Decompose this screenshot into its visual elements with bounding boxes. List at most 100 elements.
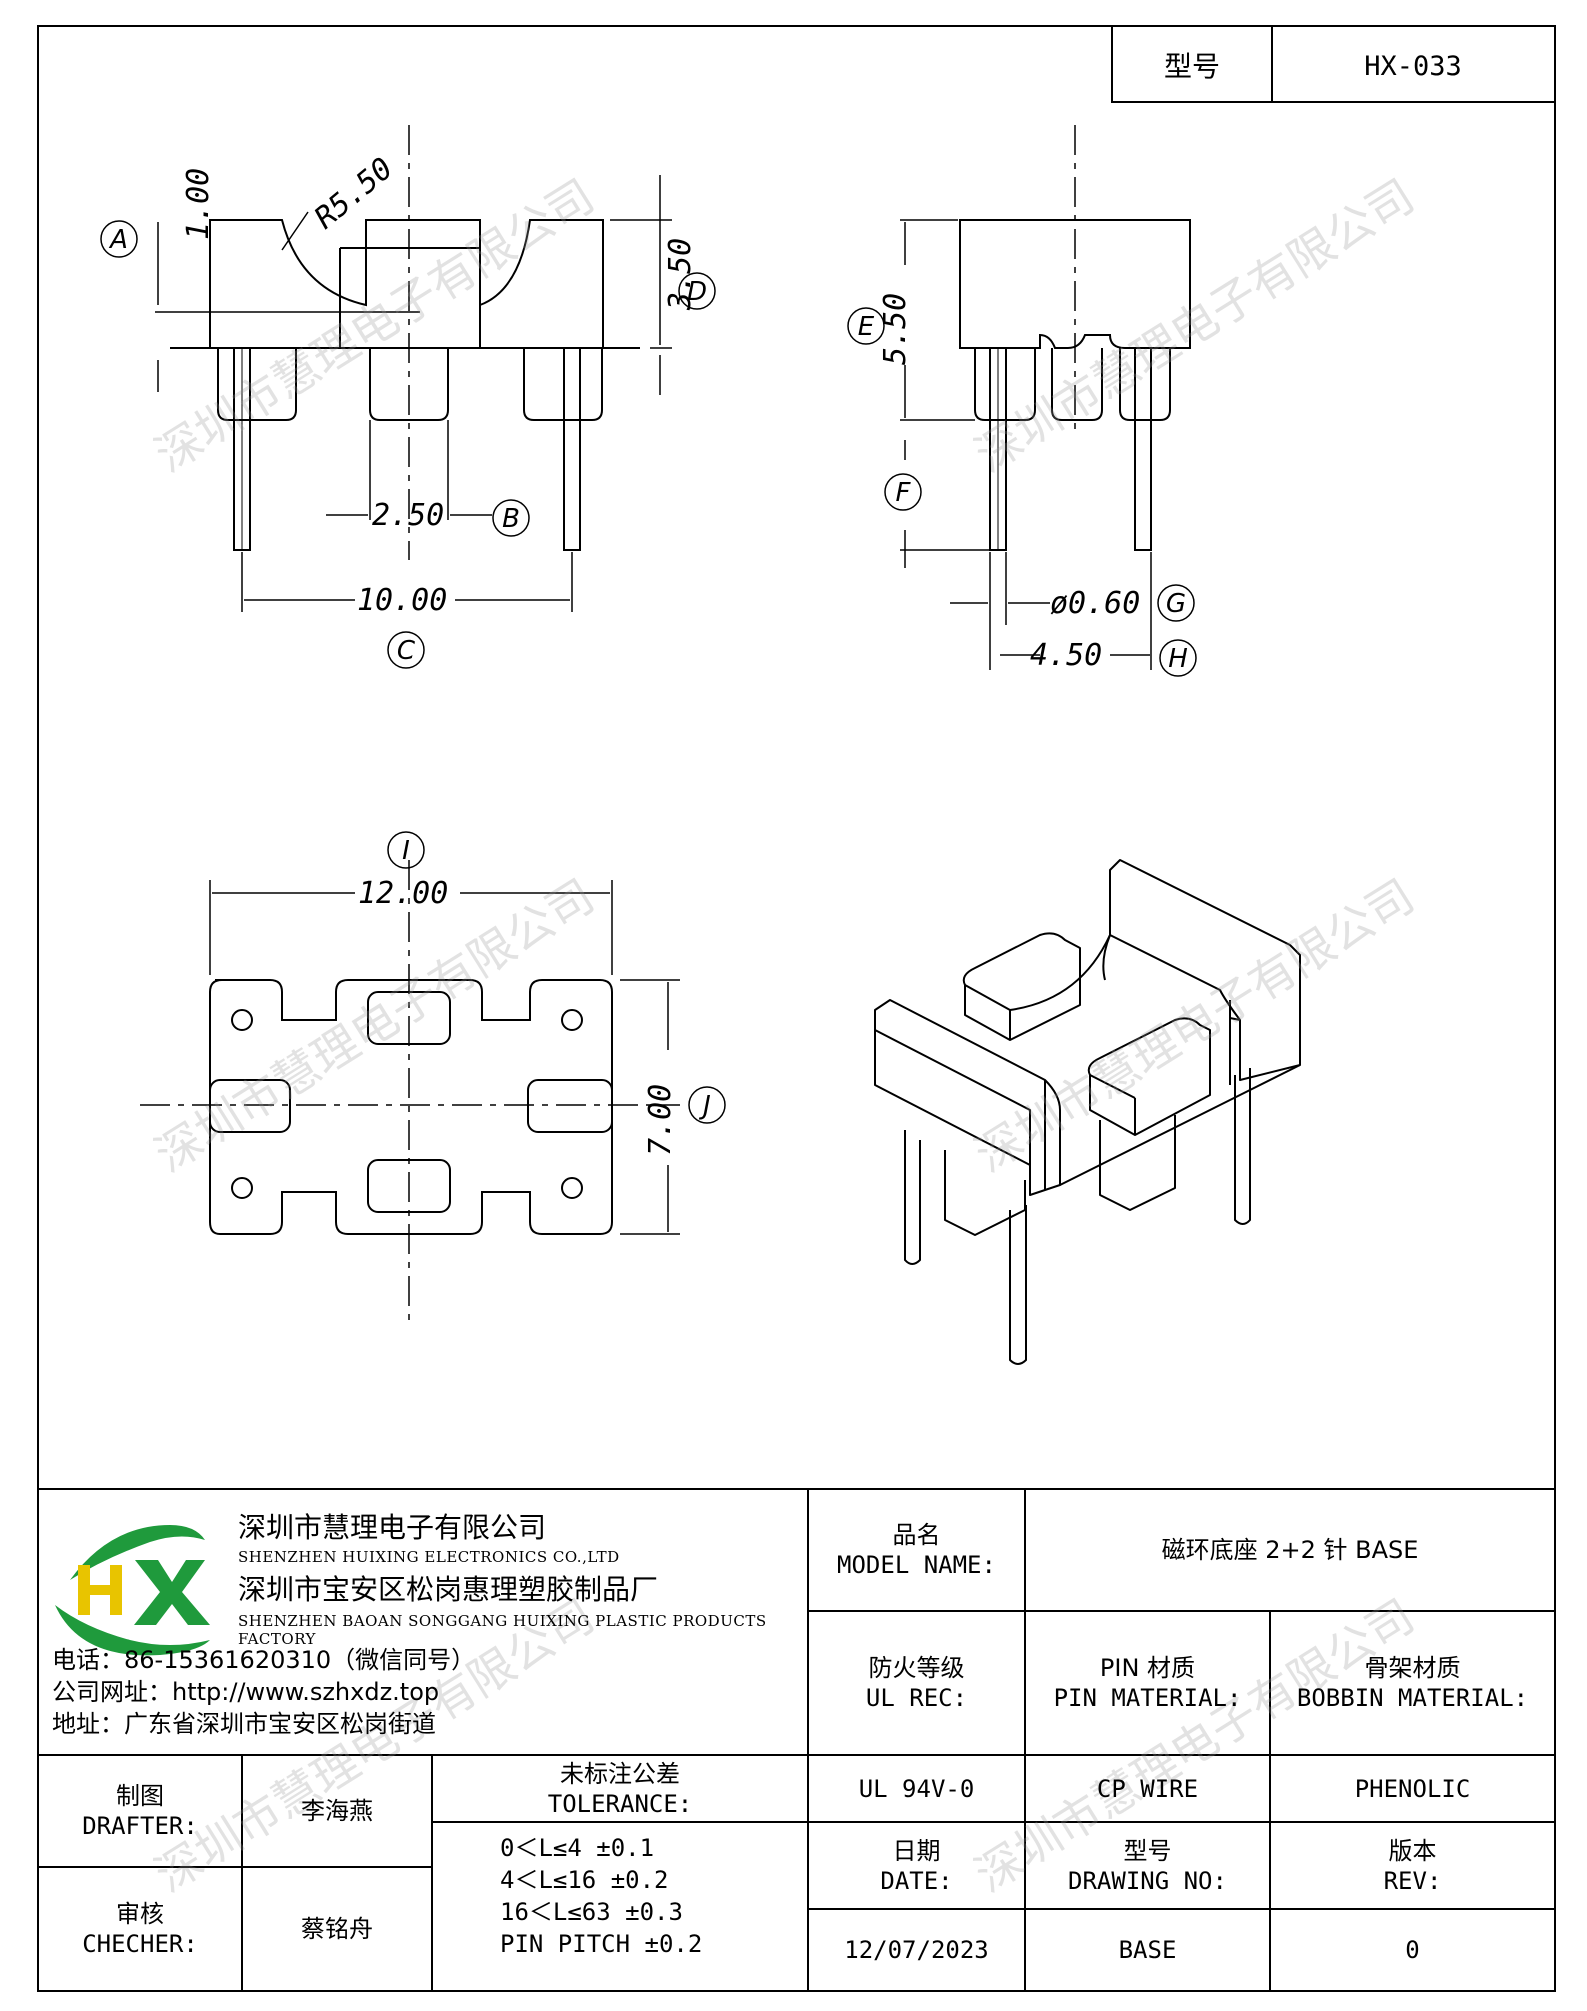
dim-b-label: 2.50: [372, 498, 444, 533]
dim-i-label: 12.00: [358, 876, 448, 911]
bobbin-material-en: BOBBIN MATERIAL:: [1296, 1684, 1529, 1712]
checker-name: 蔡铭舟: [301, 1915, 373, 1943]
dim-r-label: R5.50: [308, 151, 400, 236]
side-view-marker-text: E F G H: [858, 312, 1188, 674]
factory-name-cn: 深圳市宝安区松岗惠理塑胶制品厂: [238, 1573, 659, 1606]
tolerance-list: 0＜L≤4 ±0.1 4＜L≤16 ±0.2 16＜L≤63 ±0.3 PIN …: [500, 1832, 800, 1960]
tolerance-en: TOLERANCE:: [547, 1789, 693, 1818]
bottom-view-marker-text: I J: [402, 836, 711, 1121]
marker-j-circle: [688, 1086, 726, 1124]
marker-f: F: [896, 478, 912, 508]
pin-material-header: PIN 材质 PIN MATERIAL:: [1025, 1611, 1270, 1755]
checker-en: CHECHER:: [82, 1930, 198, 1958]
isometric-view: [874, 859, 1301, 1365]
company-phone: 电话：86-15361620310（微信同号）: [52, 1646, 476, 1674]
rev-value: 0: [1405, 1936, 1420, 1964]
drawing-no-cn: 型号: [1123, 1836, 1172, 1865]
logo-swoosh-bottom: [55, 1605, 210, 1656]
bobbin-material-value: PHENOLIC: [1354, 1774, 1471, 1803]
logo-swoosh-top: [70, 1525, 205, 1580]
company-logo: [55, 1525, 210, 1656]
company-name-cn: 深圳市慧理电子有限公司: [238, 1511, 547, 1544]
marker-d: D: [687, 277, 707, 307]
marker-c-circle: [387, 631, 425, 669]
marker-h-circle: [1159, 639, 1197, 677]
marker-c: C: [397, 636, 416, 666]
company-name-en: SHENZHEN HUIXING ELECTRONICS CO.,LTD: [238, 1548, 620, 1566]
pin-material-en: PIN MATERIAL:: [1053, 1684, 1242, 1712]
ul-rec-header: 防火等级 UL REC:: [808, 1611, 1025, 1755]
header-type-value: HX-033: [1364, 51, 1462, 82]
marker-g-circle: [1157, 584, 1195, 622]
company-website: 公司网址：http://www.szhxdz.top: [52, 1678, 440, 1706]
ul-rec-en: UL REC:: [865, 1684, 968, 1712]
tolerance-row-4: PIN PITCH ±0.2: [500, 1930, 703, 1958]
factory-name-en: SHENZHEN BAOAN SONGGANG HUIXING PLASTIC …: [238, 1612, 767, 1648]
tolerance-row-2: 4＜L≤16 ±0.2: [500, 1866, 669, 1894]
marker-f-circle: [884, 473, 922, 511]
marker-b: B: [502, 504, 520, 534]
bottom-view: [140, 860, 680, 1320]
title-block-grid: [38, 1488, 1555, 1991]
model-name-value: 磁环底座 2+2 针 BASE: [1161, 1536, 1419, 1564]
model-name-en: MODEL NAME:: [837, 1551, 996, 1579]
logo-h-bar: [78, 1585, 122, 1595]
front-view-marker-text: A D B C: [108, 225, 707, 666]
dim-c-label: 10.00: [357, 583, 447, 618]
drawing-no-value: BASE: [1118, 1936, 1177, 1964]
marker-a-circle: [100, 220, 138, 258]
company-info: 深圳市慧理电子有限公司 SHENZHEN HUIXING ELECTRONICS…: [44, 1494, 804, 1752]
rev-en: REV:: [1383, 1866, 1442, 1895]
drafter-cn: 制图: [116, 1782, 164, 1810]
bobbin-material-cn: 骨架材质: [1364, 1654, 1461, 1682]
checker-header: 审核 CHECHER:: [38, 1867, 242, 1991]
ul-rec-value: UL 94V-0: [858, 1774, 975, 1803]
front-view: [155, 125, 672, 612]
marker-g: G: [1166, 589, 1186, 619]
marker-b-circle: [492, 499, 530, 537]
drawing-frame: [37, 25, 1556, 1992]
checker-cn: 审核: [116, 1900, 164, 1928]
date-en: DATE:: [880, 1866, 953, 1895]
dim-g-label: ø0.60: [1050, 586, 1140, 621]
side-view-labels: 5.50 ø0.60 4.50: [878, 293, 1140, 673]
side-view-markers: [847, 307, 1197, 677]
tolerance-row-1: 0＜L≤4 ±0.1: [500, 1834, 655, 1862]
rev-header: 版本 REV:: [1270, 1822, 1555, 1909]
tolerance-cn: 未标注公差: [560, 1759, 680, 1788]
dim-a-label: 1.00: [181, 168, 216, 240]
marker-h: H: [1168, 644, 1188, 674]
front-view-labels: R5.50 1.00 3.50 2.50 10.00: [181, 151, 698, 618]
marker-j: J: [698, 1091, 711, 1121]
marker-i-circle: [387, 831, 425, 869]
model-name-cn: 品名: [892, 1521, 941, 1549]
marker-i: I: [402, 836, 410, 866]
header-type-box: 型号 HX-033: [1111, 25, 1556, 103]
drawing-no-header: 型号 DRAWING NO:: [1025, 1822, 1270, 1909]
drafter-header: 制图 DRAFTER:: [38, 1755, 242, 1867]
date-cn: 日期: [892, 1836, 941, 1865]
side-view: [900, 125, 1191, 670]
drafter-en: DRAFTER:: [82, 1812, 198, 1840]
marker-e: E: [858, 312, 875, 342]
dim-h-label: 4.50: [1030, 638, 1102, 673]
tolerance-row-3: 16＜L≤63 ±0.3: [500, 1898, 683, 1926]
pin-material-value: CP WIRE: [1096, 1774, 1199, 1803]
drafter-name: 李海燕: [301, 1797, 373, 1825]
marker-e-circle: [847, 307, 885, 345]
bottom-view-labels: 12.00 7.00: [358, 876, 678, 1156]
model-name-header: 品名 MODEL NAME:: [808, 1489, 1025, 1611]
ul-rec-cn: 防火等级: [868, 1654, 965, 1682]
company-address: 地址：广东省深圳市宝安区松岗街道: [52, 1710, 436, 1738]
marker-a: A: [108, 225, 128, 255]
front-view-markers: [100, 220, 716, 669]
tolerance-header: 未标注公差 TOLERANCE:: [432, 1755, 808, 1822]
date-header: 日期 DATE:: [808, 1822, 1025, 1909]
logo-x: [134, 1560, 210, 1625]
dim-j-label: 7.00: [643, 1084, 678, 1156]
bobbin-material-header: 骨架材质 BOBBIN MATERIAL:: [1270, 1611, 1555, 1755]
drawing-no-en: DRAWING NO:: [1068, 1866, 1227, 1895]
pin-material-cn: PIN 材质: [1099, 1654, 1196, 1682]
date-value: 12/07/2023: [844, 1936, 989, 1964]
